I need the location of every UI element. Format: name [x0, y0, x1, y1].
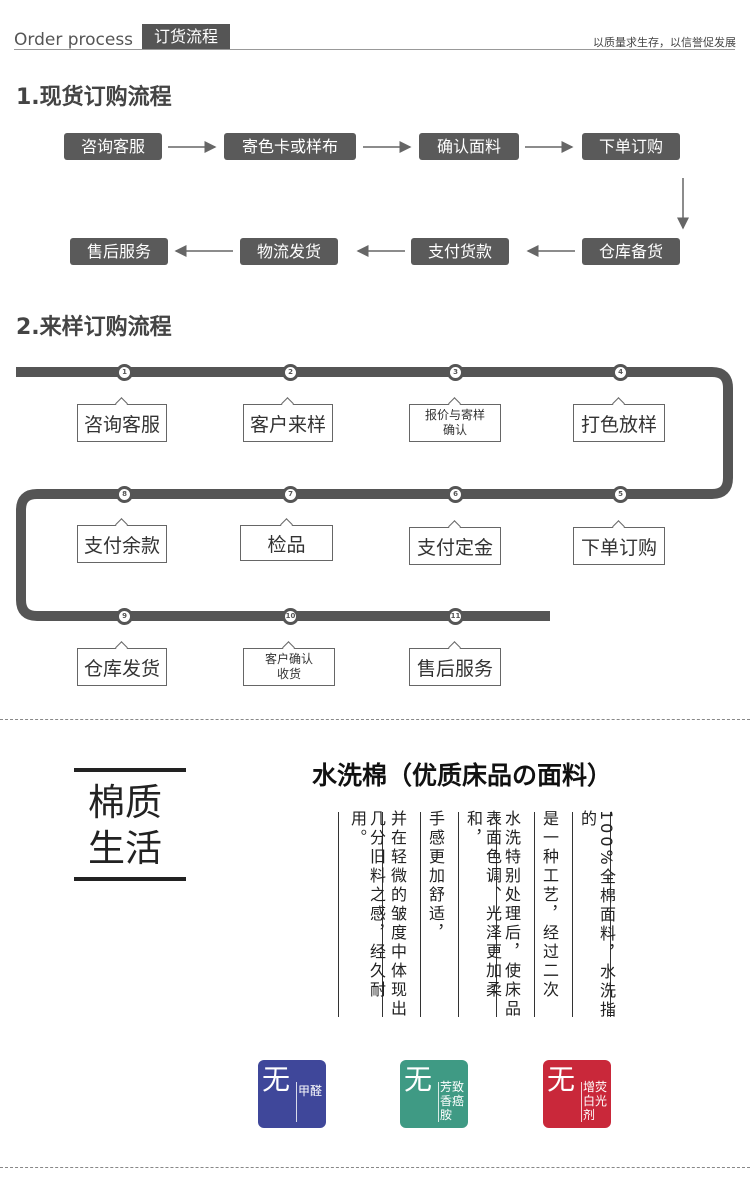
box-label: 支付余款	[83, 534, 160, 557]
node-9: 9	[116, 608, 133, 625]
box-consult: 咨询客服	[77, 397, 167, 442]
col-divider	[458, 812, 459, 1017]
header-slogan: 以质量求生存，以信誉促发展	[593, 36, 736, 49]
step-place-order: 下单订购	[582, 133, 680, 160]
box-label: 售后服务	[416, 657, 493, 680]
brand-line2: 生活	[88, 827, 162, 870]
section1-title: 1.现货订购流程	[16, 85, 172, 110]
box-quote: 报价与寄样 确认	[409, 397, 501, 442]
node-10: 10	[282, 608, 299, 625]
box-deposit: 支付定金	[409, 520, 501, 565]
text-column-2: 是一种工艺，经过二次	[540, 810, 559, 1000]
badge-separator	[581, 1082, 582, 1122]
text-column-7: 几分旧料之感，经久耐用。	[348, 810, 386, 1000]
text-column-6: 并在轻微的皱度中体现出	[388, 810, 407, 1019]
box-label: 检品	[267, 533, 306, 556]
badge-text: 芳致香癌胺	[440, 1080, 465, 1122]
brand-line1: 棉质	[88, 781, 162, 824]
badge-wu: 无	[547, 1063, 576, 1096]
brand-bar-top	[74, 768, 186, 772]
box-label: 下单订购	[580, 536, 657, 559]
step-logistics: 物流发货	[240, 238, 338, 265]
box-receive: 客户确认 收货	[243, 641, 335, 686]
box-ship: 仓库发货	[77, 641, 167, 686]
box-inspect: 检品	[240, 518, 333, 561]
node-2: 2	[282, 364, 299, 381]
col-divider	[496, 812, 497, 1017]
box-label: 支付定金	[416, 536, 493, 559]
badge-separator	[296, 1082, 297, 1122]
node-3: 3	[447, 364, 464, 381]
text-column-4: 表面色调、光泽更加柔和，	[464, 810, 502, 1000]
section2-title: 2.来样订购流程	[16, 315, 172, 340]
text-column-3: 水洗特别处理后，使床品	[502, 810, 521, 1019]
badge-wu: 无	[404, 1063, 433, 1096]
box-label: 咨询客服	[83, 413, 160, 436]
header-title-en: Order process	[14, 30, 134, 50]
node-11: 11	[447, 608, 464, 625]
box-label: 打色放样	[580, 413, 657, 436]
col-divider	[610, 812, 611, 1017]
node-8: 8	[116, 486, 133, 503]
step-send-swatch: 寄色卡或样布	[224, 133, 356, 160]
node-4: 4	[612, 364, 629, 381]
step-consult: 咨询客服	[64, 133, 162, 160]
col-divider	[382, 812, 383, 1017]
node-7: 7	[282, 486, 299, 503]
divider-dashed-bottom	[0, 1167, 750, 1168]
divider-dashed	[0, 719, 750, 720]
brand-bar-bottom	[74, 877, 186, 881]
badge-separator	[438, 1082, 439, 1122]
badge-text: 甲醛	[298, 1084, 323, 1098]
box-order: 下单订购	[573, 520, 665, 565]
box-label: 仓库发货	[83, 657, 160, 680]
box-after-sales: 售后服务	[409, 641, 501, 686]
box-balance: 支付余款	[77, 518, 167, 563]
col-divider	[338, 812, 339, 1017]
step-confirm-fabric: 确认面料	[419, 133, 519, 160]
badge-text: 增荧白光剂	[583, 1080, 608, 1122]
node-6: 6	[447, 486, 464, 503]
material-title: 水洗棉（优质床品の面料）	[312, 761, 613, 790]
text-column-5: 手感更加舒适，	[426, 810, 445, 943]
box-label: 客户确认 收货	[264, 652, 313, 681]
badge-no-aromatic-amine: 无 芳致香癌胺	[400, 1060, 468, 1128]
node-1: 1	[116, 364, 133, 381]
col-divider	[420, 812, 421, 1017]
section1-arrows	[168, 141, 689, 257]
col-divider	[534, 812, 535, 1017]
box-dye-sample: 打色放样	[573, 397, 665, 442]
header-divider	[14, 49, 735, 50]
box-label: 报价与寄样 确认	[424, 408, 485, 437]
box-customer-sample: 客户来样	[243, 397, 333, 442]
badge-no-fluorescent: 无 增荧白光剂	[543, 1060, 611, 1128]
box-label: 客户来样	[249, 413, 326, 436]
badge-wu: 无	[262, 1063, 291, 1096]
node-5: 5	[612, 486, 629, 503]
col-divider	[572, 812, 573, 1017]
step-pay: 支付货款	[411, 238, 509, 265]
badge-no-formaldehyde: 无 甲醛	[258, 1060, 326, 1128]
section2-track	[16, 367, 733, 621]
step-stock: 仓库备货	[582, 238, 680, 265]
header-title-cn: 订货流程	[142, 24, 230, 49]
step-after-sales: 售后服务	[70, 238, 168, 265]
text-column-1: 100%全棉面料，水洗指的	[578, 810, 616, 1020]
